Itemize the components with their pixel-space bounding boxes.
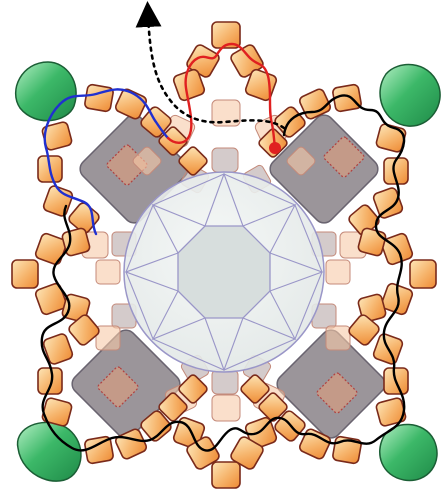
green-drop-top-left [16,62,76,121]
ghost-bead [212,148,238,172]
bead [410,260,436,288]
ghost-bead [96,260,120,284]
center-octagon [178,226,270,318]
green-drop-bottom-left [18,422,81,481]
bead [38,368,62,394]
center-medallion [124,172,324,372]
ghost-bead [326,326,350,350]
bead [375,397,406,427]
bead [84,84,114,112]
ghost-bead [326,260,350,284]
bead [357,227,386,256]
needle-start-dot [269,142,281,154]
bead [12,260,38,288]
ghost-bead [212,395,240,421]
bead [212,462,240,488]
green-drop-top-right [380,65,440,127]
ghost-bead [212,370,238,394]
ghost-bead [96,326,120,350]
